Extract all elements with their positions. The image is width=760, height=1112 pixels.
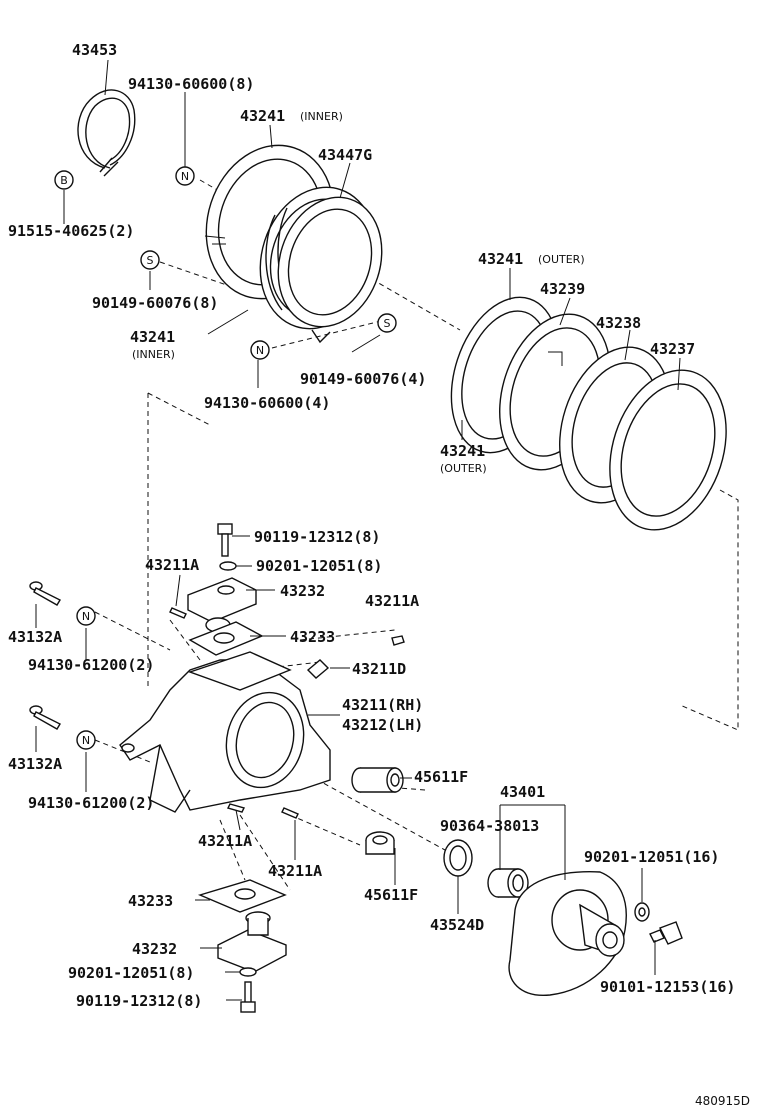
- bolt-90119-top: [217, 523, 233, 557]
- label-43233-top: 43233: [290, 628, 335, 646]
- lower-shim-gasket: [197, 879, 287, 913]
- label-94130-60600-8: 94130-60600(8): [128, 75, 254, 93]
- svg-text:N: N: [82, 734, 90, 747]
- stud-43132a-upper: [29, 581, 61, 606]
- label-43238: 43238: [596, 314, 641, 332]
- reference-code: 480915D: [695, 1094, 750, 1108]
- label-90201-12051-8-bottom: 90201-12051(8): [68, 964, 194, 982]
- bolt-90101: [649, 921, 683, 945]
- label-90149-60076-8: 90149-60076(8): [92, 294, 218, 312]
- label-45611f-lower: 45611F: [364, 886, 418, 904]
- label-43241-outer-top: 43241: [478, 250, 523, 268]
- label-43212-lh: 43212(LH): [342, 716, 423, 734]
- bearing-lower: [365, 831, 395, 855]
- label-94130-60600-4: 94130-60600(4): [204, 394, 330, 412]
- needle-bearing: [487, 868, 529, 898]
- svg-text:S: S: [384, 317, 391, 330]
- leader-lines: [35, 59, 681, 1001]
- part-number-labels: 43453 94130-60600(8) 43241 (INNER) 43447…: [8, 41, 735, 1010]
- label-43239: 43239: [540, 280, 585, 298]
- callout-s-4: S: [377, 313, 397, 333]
- label-90364-38013: 90364-38013: [440, 817, 539, 835]
- svg-text:N: N: [181, 170, 189, 183]
- label-43132a-upper: 43132A: [8, 628, 62, 646]
- callout-s-3: S: [140, 250, 160, 270]
- label-43241-outer-top-suffix: (OUTER): [538, 253, 585, 266]
- label-45611f-upper: 45611F: [414, 768, 468, 786]
- screw-43211a-2: [391, 635, 405, 646]
- label-90119-12312-8-top: 90119-12312(8): [254, 528, 380, 546]
- stud-43132a-lower: [29, 705, 61, 730]
- washer-90201-top: [219, 561, 237, 571]
- steering-knuckle: [119, 651, 331, 813]
- label-43211a-4: 43211A: [268, 862, 322, 880]
- label-94130-61200-2-lower: 94130-61200(2): [28, 794, 154, 812]
- svg-text:B: B: [60, 174, 68, 187]
- callout-n-7: N: [76, 730, 96, 750]
- outer-cover-plate: [609, 369, 727, 531]
- callout-n-6: N: [76, 606, 96, 626]
- callout-circles: N B S S N N N: [54, 166, 397, 750]
- label-43241-outer-sub: (OUTER): [440, 462, 487, 475]
- screw-43211a-3: [226, 803, 246, 813]
- label-43232-bottom: 43232: [132, 940, 177, 958]
- svg-text:N: N: [256, 344, 264, 357]
- bolt-90119-bottom: [240, 981, 256, 1013]
- washer-90201-bottom: [239, 967, 257, 977]
- label-43241-outer: 43241: [440, 442, 485, 460]
- label-90101-12153-16: 90101-12153(16): [600, 978, 735, 996]
- hose-clamp: [77, 89, 136, 177]
- callout-n-1: N: [175, 166, 195, 186]
- bearing-upper: [351, 767, 404, 793]
- label-43211a-3: 43211A: [198, 832, 252, 850]
- label-43233-bottom: 43233: [128, 892, 173, 910]
- label-43237: 43237: [650, 340, 695, 358]
- label-91515-40625: 91515-40625(2): [8, 222, 134, 240]
- upper-shim-gasket: [188, 621, 264, 656]
- stud-43211d: [306, 659, 330, 679]
- dust-cover: [259, 186, 383, 344]
- steering-spindle: [508, 871, 627, 996]
- label-43232-top: 43232: [280, 582, 325, 600]
- label-90149-60076-4: 90149-60076(4): [300, 370, 426, 388]
- oil-seal: [443, 839, 473, 877]
- svg-text:S: S: [147, 254, 154, 267]
- label-43241-inner-top: 43241: [240, 107, 285, 125]
- lower-king-pin-cap: [217, 911, 287, 973]
- washer-90201-right: [634, 902, 650, 922]
- label-43524d: 43524D: [430, 916, 484, 934]
- callout-n-5: N: [250, 340, 270, 360]
- label-43211d: 43211D: [352, 660, 406, 678]
- label-43211a-2: 43211A: [365, 592, 419, 610]
- label-43211a-1: 43211A: [145, 556, 199, 574]
- label-43241-inner-top-suffix: (INNER): [300, 110, 343, 123]
- label-43241-inner-sub: (INNER): [132, 348, 175, 361]
- label-43453: 43453: [72, 41, 117, 59]
- label-43211-rh: 43211(RH): [342, 696, 423, 714]
- screw-43211a-4: [281, 807, 299, 819]
- label-90119-12312-8-bottom: 90119-12312(8): [76, 992, 202, 1010]
- upper-king-pin-cap: [187, 577, 257, 633]
- label-43401: 43401: [500, 783, 545, 801]
- screw-43211a-1: [169, 607, 187, 619]
- label-43447g: 43447G: [318, 146, 372, 164]
- label-90201-12051-8-top: 90201-12051(8): [256, 557, 382, 575]
- label-43241-inner: 43241: [130, 328, 175, 346]
- label-43132a-lower: 43132A: [8, 755, 62, 773]
- label-94130-61200-2-upper: 94130-61200(2): [28, 656, 154, 674]
- callout-b-2: B: [54, 170, 74, 190]
- svg-text:N: N: [82, 610, 90, 623]
- label-90201-12051-16: 90201-12051(16): [584, 848, 719, 866]
